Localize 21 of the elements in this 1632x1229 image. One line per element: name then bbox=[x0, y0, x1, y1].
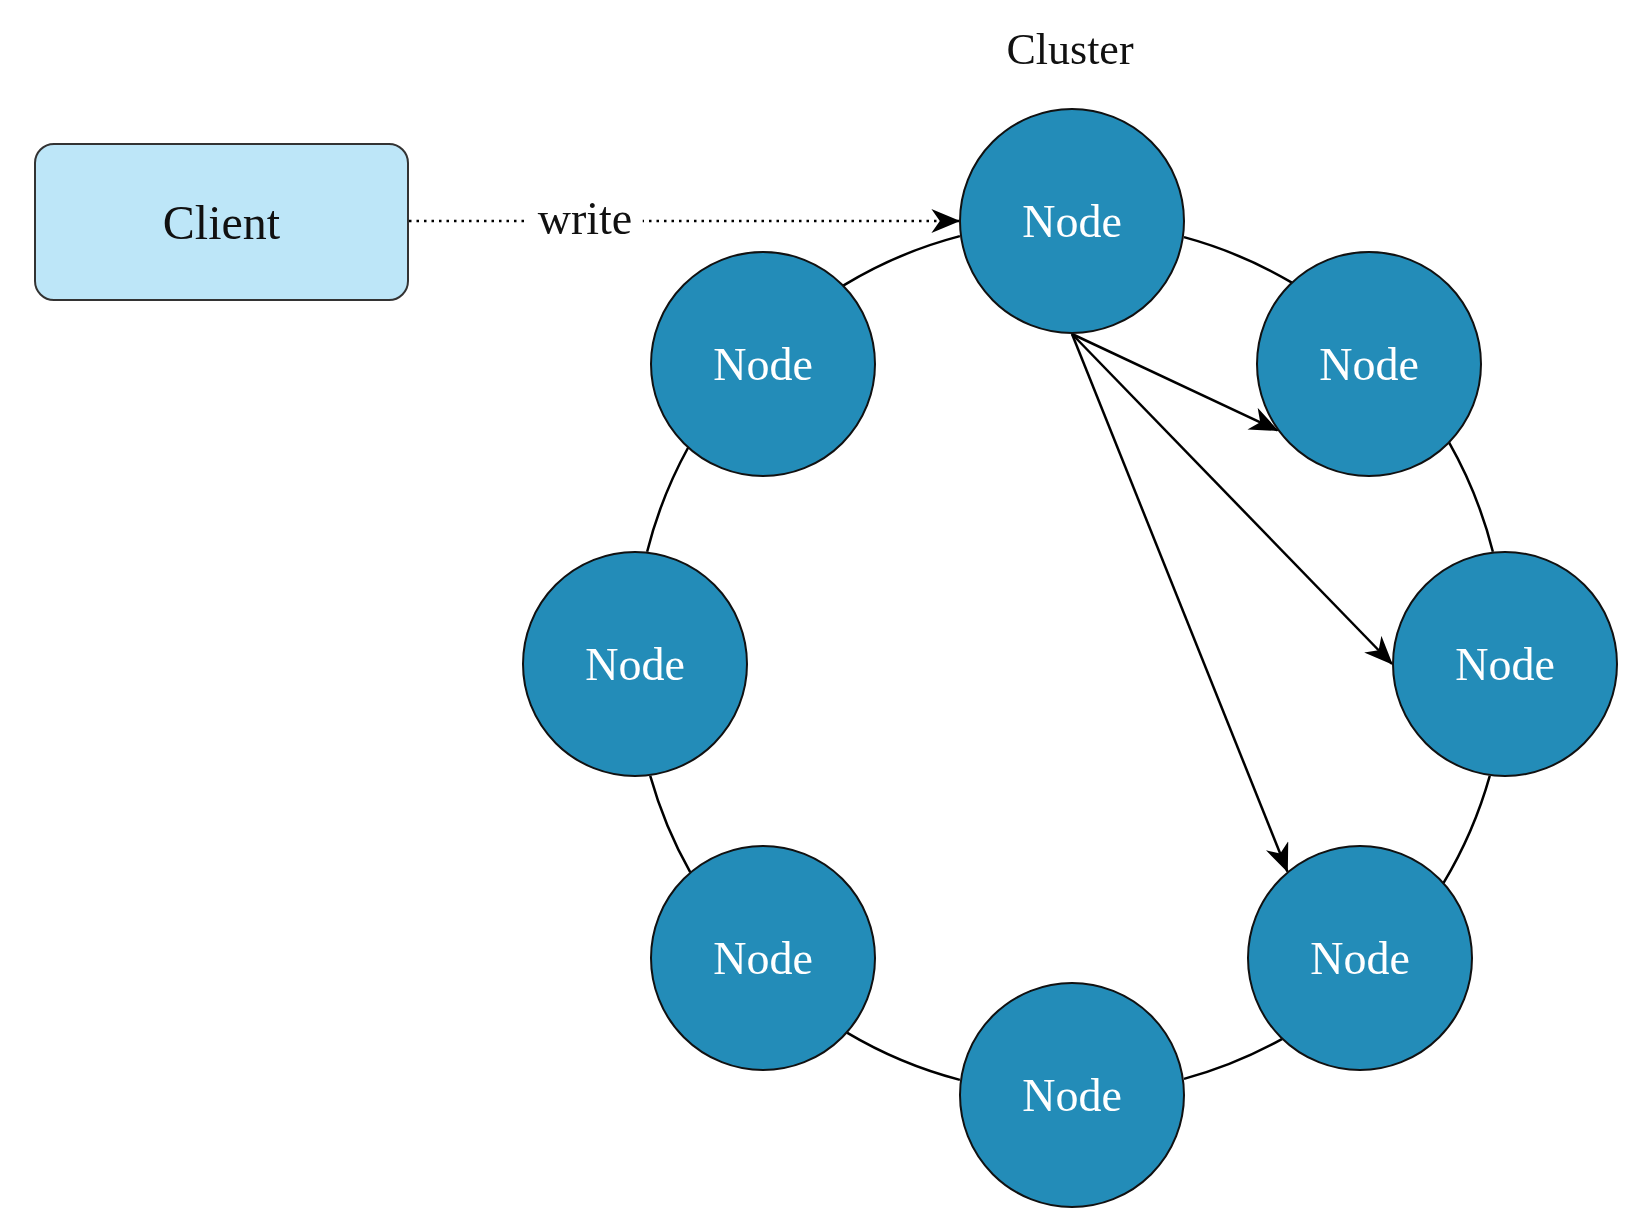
arrow bbox=[1071, 332, 1279, 432]
node-circle: Node bbox=[522, 551, 748, 777]
ring-connector bbox=[1442, 775, 1491, 884]
cluster-label: Cluster bbox=[1006, 23, 1134, 75]
ring-connector bbox=[1183, 1037, 1283, 1081]
node-circle: Node bbox=[959, 108, 1185, 334]
ring-connector bbox=[842, 234, 961, 287]
ring-connector bbox=[649, 775, 692, 873]
ring-connector bbox=[1183, 235, 1293, 284]
node-circle: Node bbox=[959, 982, 1185, 1208]
ring-connector bbox=[1447, 441, 1495, 553]
node-circle: Node bbox=[1247, 845, 1473, 1071]
arrow bbox=[1071, 333, 1393, 665]
ring-connector bbox=[645, 446, 690, 553]
node-circle: Node bbox=[650, 845, 876, 1071]
node-circle: Node bbox=[1256, 251, 1482, 477]
node-circle: Node bbox=[1392, 551, 1618, 777]
arrow bbox=[1070, 333, 1289, 873]
node-circle: Node bbox=[650, 251, 876, 477]
client-box: Client bbox=[34, 143, 409, 301]
ring-connector bbox=[846, 1031, 961, 1082]
